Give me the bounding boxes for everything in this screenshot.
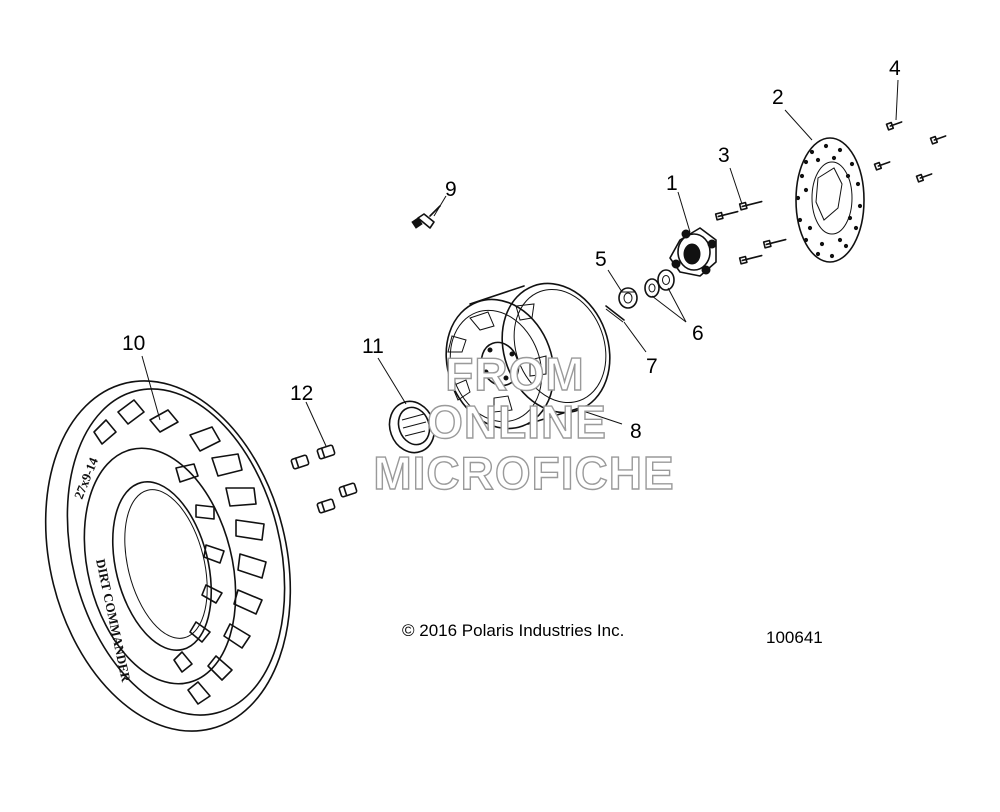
wheel: [445, 282, 611, 430]
center-cap: [388, 400, 436, 454]
drawing-number: 100641: [766, 628, 823, 647]
leader-lines: [141, 79, 899, 447]
watermark-line-1: FROM: [445, 348, 584, 400]
brake-disc: [795, 137, 865, 263]
callout-4: 4: [889, 57, 901, 80]
castle-nut: [618, 287, 638, 309]
callout-6: 6: [692, 322, 704, 345]
watermark-line-2: ONLINE: [427, 396, 607, 448]
lug-nuts: [290, 444, 358, 514]
tire-brand-text: DIRT COMMANDER: [93, 558, 134, 684]
tread-pattern: [93, 399, 267, 705]
callout-8: 8: [630, 420, 642, 443]
callout-labels: 1 2 3 4 5 6 7 8 9 10 11 12: [122, 57, 901, 443]
callout-1: 1: [666, 172, 678, 195]
wheel-spokes: [447, 303, 547, 413]
wheel-hub: [669, 227, 717, 277]
tire: 27x9-14 DIRT COMMANDER: [44, 380, 292, 732]
disc-vent-holes: [795, 143, 863, 259]
watermark: FROM ONLINE MICROFICHE: [373, 347, 675, 499]
callout-9: 9: [445, 178, 457, 201]
copyright-notice: © 2016 Polaris Industries Inc.: [402, 621, 624, 640]
watermark-line-3: MICROFICHE: [373, 447, 674, 499]
callout-7: 7: [646, 355, 658, 378]
callout-2: 2: [772, 86, 784, 109]
callout-5: 5: [595, 248, 607, 271]
disc-bolts: [873, 121, 947, 183]
callout-10: 10: [122, 332, 145, 355]
valve-stem: [411, 205, 441, 229]
cotter-pin: [605, 305, 625, 323]
callout-12: 12: [290, 382, 313, 405]
hub-studs: [714, 200, 787, 265]
callout-11: 11: [362, 335, 384, 358]
callout-3: 3: [718, 144, 730, 167]
washers: [644, 269, 675, 298]
